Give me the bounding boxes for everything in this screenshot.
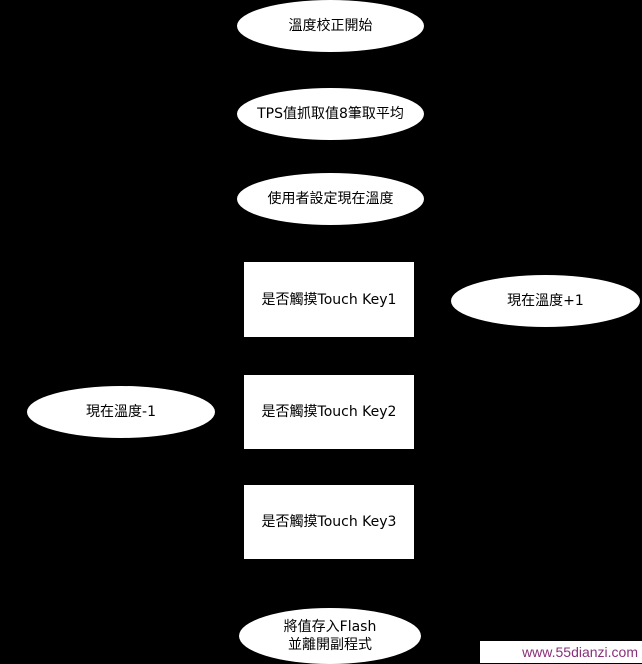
tps-sample-node-label: TPS值抓取值8筆取平均 <box>257 106 404 122</box>
touch-key1-decision: 是否觸摸Touch Key1 <box>244 262 414 337</box>
watermark-text: www.55dianzi.com <box>522 644 638 660</box>
watermark-label-box: www.55dianzi.com <box>522 641 642 663</box>
touch-key1-label: 是否觸摸Touch Key1 <box>261 291 397 308</box>
temp-plus-node-label: 現在溫度+1 <box>507 293 584 309</box>
temp-plus-node: 現在溫度+1 <box>451 275 640 327</box>
touch-key2-decision: 是否觸摸Touch Key2 <box>244 375 414 449</box>
touch-key3-decision: 是否觸摸Touch Key3 <box>244 485 414 559</box>
temp-minus-node: 現在溫度-1 <box>27 386 215 438</box>
save-exit-node: 將值存入Flash 並離開副程式 <box>239 608 421 664</box>
temp-minus-node-label: 現在溫度-1 <box>86 404 156 420</box>
tps-sample-node: TPS值抓取值8筆取平均 <box>237 88 424 140</box>
watermark: www.55dianzi.com <box>480 641 642 663</box>
touch-key3-label: 是否觸摸Touch Key3 <box>261 514 397 530</box>
user-set-node: 使用者設定現在溫度 <box>237 173 424 225</box>
start-node: 溫度校正開始 <box>237 0 424 52</box>
save-exit-node-label: 將值存入Flash 並離開副程式 <box>283 619 377 653</box>
start-node-label: 溫度校正開始 <box>288 18 373 34</box>
touch-key2-label: 是否觸摸Touch Key2 <box>261 404 397 420</box>
user-set-node-label: 使用者設定現在溫度 <box>267 191 394 207</box>
watermark-box <box>480 641 532 663</box>
